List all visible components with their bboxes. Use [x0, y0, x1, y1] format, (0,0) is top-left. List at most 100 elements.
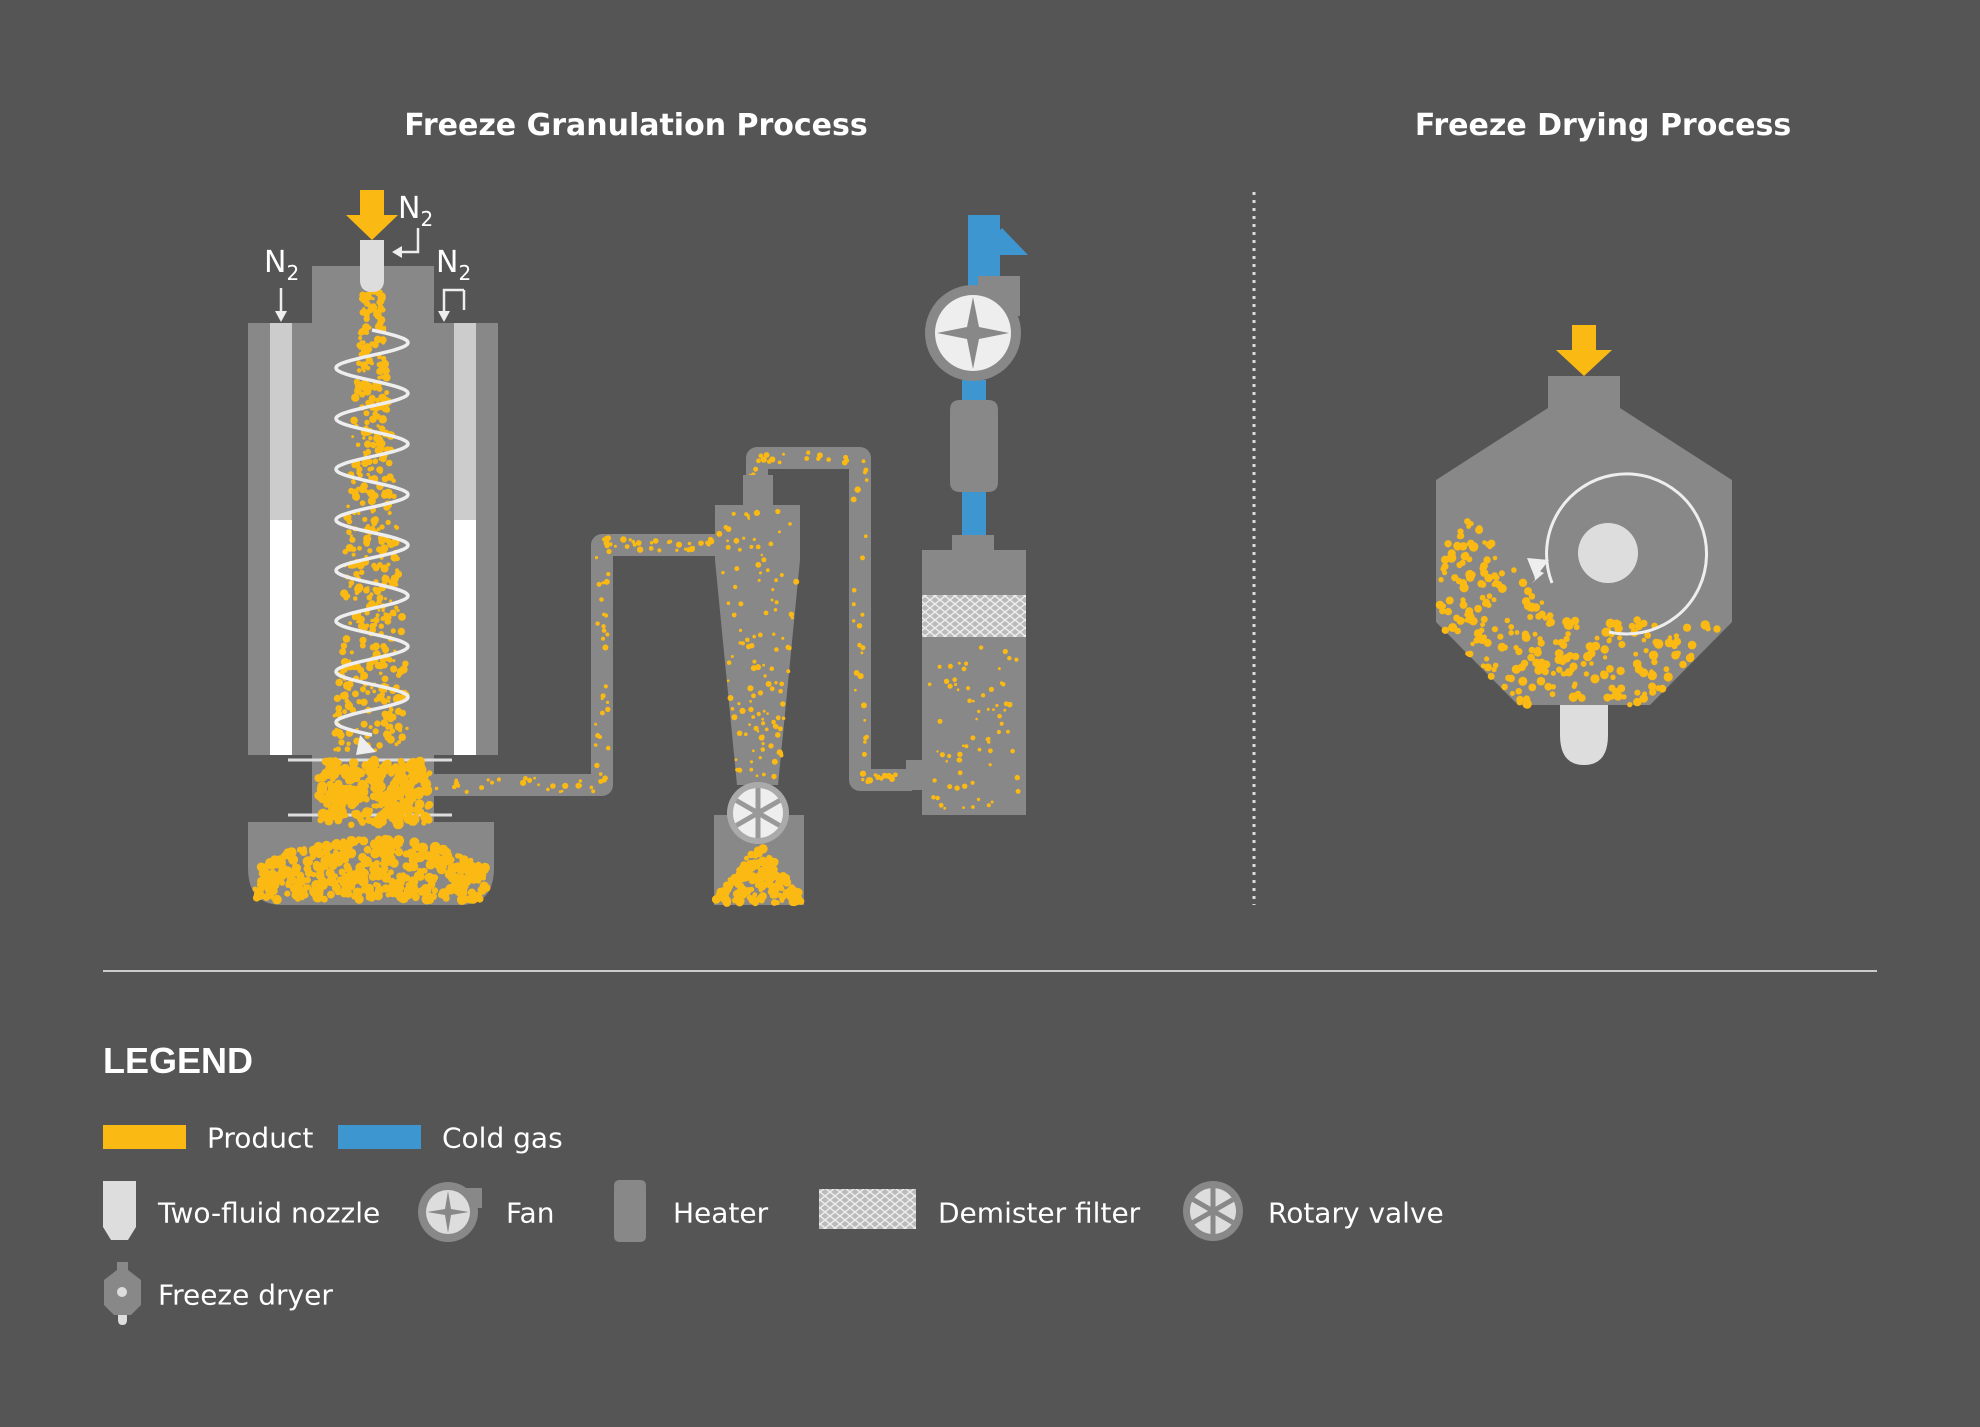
product-particle — [376, 424, 380, 428]
product-particle — [369, 755, 380, 766]
product-particle — [496, 777, 501, 782]
product-particle — [321, 895, 328, 903]
product-particle — [752, 537, 756, 542]
product-particle — [1571, 616, 1580, 626]
product-particle — [382, 373, 391, 382]
product-particle — [309, 886, 321, 898]
product-particle — [758, 844, 768, 854]
legend-label-demister-filter: Demister filter — [938, 1196, 1141, 1230]
product-particle — [339, 648, 347, 656]
product-particle — [362, 296, 370, 304]
product-particle — [1474, 604, 1482, 613]
product-particle — [752, 634, 756, 639]
product-particle — [1508, 624, 1515, 630]
legend-rotary-valve-icon — [1183, 1181, 1243, 1241]
product-particle — [954, 785, 960, 791]
product-particle — [605, 544, 610, 549]
product-particle — [995, 703, 999, 708]
product-particle — [283, 848, 294, 860]
product-particle — [356, 470, 362, 476]
product-particle — [479, 785, 485, 791]
product-particle — [743, 887, 752, 896]
product-particle — [366, 472, 370, 477]
product-particle — [1492, 662, 1499, 669]
product-particle — [962, 806, 965, 809]
freeze-dryer — [1435, 325, 1732, 765]
product-particle — [395, 556, 400, 562]
product-particle — [852, 619, 856, 623]
product-particle — [687, 541, 692, 546]
dryer-feed-arrow — [1556, 325, 1612, 376]
product-particle — [370, 686, 374, 690]
product-particle — [753, 725, 759, 731]
product-particle — [378, 623, 384, 629]
product-particle — [365, 690, 371, 695]
product-particle — [376, 361, 383, 368]
product-particle — [771, 719, 776, 725]
product-particle — [403, 874, 411, 882]
product-particle — [578, 783, 582, 788]
product-particle — [356, 561, 365, 570]
product-particle — [363, 845, 372, 854]
product-particle — [624, 544, 630, 549]
product-particle — [721, 896, 732, 906]
product-particle — [398, 613, 406, 621]
product-particle — [1492, 555, 1498, 561]
n2-label-right: N2 — [436, 245, 471, 285]
product-particle — [394, 790, 405, 801]
product-particle — [362, 436, 366, 440]
product-particle — [371, 303, 377, 308]
product-particle — [1550, 684, 1557, 690]
product-particle — [383, 759, 392, 768]
product-particle — [1647, 670, 1658, 681]
product-particle — [735, 871, 741, 877]
product-particle — [772, 632, 776, 636]
product-particle — [537, 783, 540, 787]
product-particle — [365, 489, 370, 494]
product-particle — [1533, 648, 1542, 657]
product-particle — [385, 519, 391, 526]
product-particle — [1482, 540, 1487, 545]
product-particle — [450, 881, 459, 890]
product-particle — [486, 778, 490, 782]
product-particle — [385, 459, 393, 467]
product-particle — [387, 510, 392, 516]
product-particle — [1535, 662, 1545, 671]
product-particle — [347, 772, 354, 778]
product-particle — [1487, 672, 1495, 680]
legend-label-freeze-dryer: Freeze dryer — [158, 1278, 333, 1312]
product-particle — [353, 596, 358, 601]
product-particle — [386, 473, 394, 481]
product-particle — [1652, 638, 1660, 646]
product-particle — [350, 416, 358, 425]
product-particle — [1613, 691, 1623, 701]
product-particle — [372, 458, 379, 465]
product-particle — [459, 855, 469, 865]
product-particle — [1453, 541, 1462, 551]
product-particle — [351, 435, 355, 439]
product-particle — [349, 870, 359, 881]
product-particle — [860, 645, 866, 651]
product-particle — [758, 887, 764, 893]
product-particle — [762, 709, 766, 713]
rotation-arrow — [1545, 472, 1709, 636]
product-particle — [744, 732, 748, 736]
product-particle — [356, 790, 367, 801]
product-particle — [373, 803, 380, 809]
product-particle — [606, 572, 611, 577]
product-particle — [723, 890, 729, 896]
product-particle — [351, 766, 362, 777]
product-particle — [334, 793, 343, 802]
product-particle — [351, 393, 360, 402]
product-particle — [367, 496, 376, 506]
product-particle — [1518, 676, 1528, 686]
product-particle — [334, 727, 339, 732]
product-particle — [746, 514, 750, 518]
product-particle — [357, 511, 361, 515]
product-particle — [781, 636, 785, 640]
product-particle — [1435, 600, 1445, 610]
product-particle — [756, 458, 761, 464]
product-particle — [269, 876, 280, 888]
product-particle — [366, 346, 373, 353]
